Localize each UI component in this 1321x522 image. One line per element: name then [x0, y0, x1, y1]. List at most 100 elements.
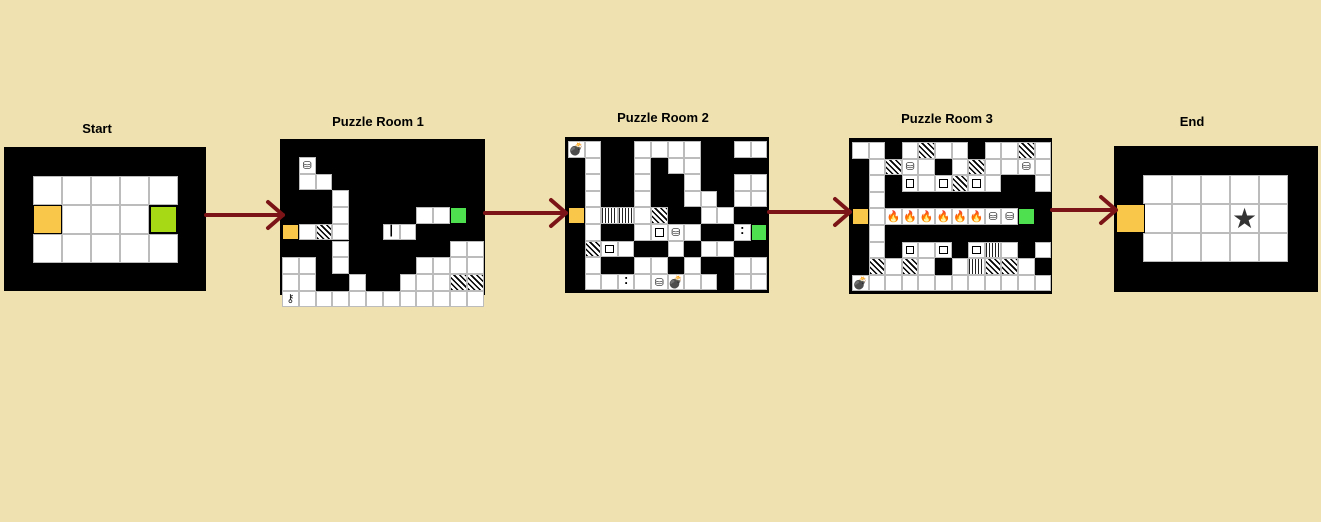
- floor-tile: [33, 234, 62, 263]
- floor-tile: [1172, 204, 1201, 233]
- pot-icon-glyph: ⛁: [671, 225, 681, 239]
- puzzle-room-1-title: Puzzle Room 1: [332, 114, 424, 129]
- fire-icon-glyph: 🔥: [969, 210, 984, 224]
- grass-floor: [617, 207, 635, 224]
- exit-tile: [1018, 208, 1035, 225]
- hatched-floor: [450, 273, 467, 291]
- floor-tile: [734, 174, 751, 191]
- floor-tile: [433, 257, 450, 274]
- fire-icon-glyph: 🔥: [936, 210, 951, 224]
- floor-tile: [1018, 258, 1035, 275]
- arrow-head-p1-to-p2: [549, 198, 568, 228]
- floor-tile: [717, 240, 734, 258]
- floor-tile: [349, 273, 366, 291]
- floor-tile: [750, 141, 768, 158]
- floor-tile: [1034, 274, 1052, 292]
- floor-tile: [584, 157, 602, 175]
- floor-tile: [1034, 175, 1052, 192]
- floor-tile: [450, 290, 467, 308]
- floor-tile: [399, 273, 417, 291]
- floor-tile: [62, 205, 91, 234]
- exit-tile: [149, 205, 178, 234]
- floor-tile: [951, 274, 969, 292]
- floor-tile: [433, 273, 450, 291]
- floor-tile: [667, 157, 685, 175]
- floor-tile: [918, 175, 935, 192]
- floor-tile: [634, 157, 651, 175]
- floor-tile: [149, 234, 178, 263]
- floor-tile: [1001, 241, 1018, 259]
- floor-tile: [852, 142, 869, 159]
- door-tile: ⁚: [617, 273, 635, 291]
- hatched-floor: [1001, 258, 1018, 275]
- bomb-icon-glyph: 💣: [852, 276, 868, 291]
- hatched-floor: [885, 158, 902, 176]
- pot-icon: ⛁: [1001, 208, 1018, 225]
- floor-tile: [935, 142, 952, 159]
- floor-tile: [1034, 142, 1052, 159]
- floor-tile: [466, 290, 484, 308]
- pot-icon-glyph: ⛁: [905, 160, 915, 174]
- floor-tile: [667, 240, 685, 258]
- floor-tile: [984, 158, 1002, 176]
- floor-tile: [868, 225, 886, 242]
- pushable-box-icon: [651, 224, 668, 241]
- floor-tile: [1001, 142, 1018, 159]
- hatched-floor: [868, 258, 886, 275]
- floor-tile: [951, 142, 969, 159]
- floor-tile: [734, 273, 751, 291]
- start-room: [4, 147, 206, 291]
- floor-tile: [120, 205, 149, 234]
- floor-tile: [433, 290, 450, 308]
- floor-tile: [62, 234, 91, 263]
- floor-tile: [651, 141, 668, 158]
- puzzle-room-3-title: Puzzle Room 3: [901, 111, 993, 126]
- floor-tile: [120, 176, 149, 205]
- floor-tile: [584, 207, 602, 224]
- entrance-tile: [568, 207, 585, 224]
- floor-tile: [684, 157, 701, 175]
- floor-tile: [634, 207, 651, 224]
- floor-tile: [684, 174, 701, 191]
- floor-tile: [1201, 175, 1230, 204]
- floor-tile: [684, 273, 701, 291]
- floor-tile: [1018, 274, 1035, 292]
- bomb-icon: 💣: [852, 274, 869, 292]
- fire-icon: 🔥: [968, 208, 985, 225]
- hatched-floor: [466, 273, 484, 291]
- floor-tile: [868, 175, 886, 192]
- floor-tile: [634, 224, 651, 241]
- floor-tile: [1143, 175, 1172, 204]
- key-icon: ⚷: [282, 290, 299, 308]
- hatched-floor: [918, 142, 935, 159]
- grass-floor: [601, 207, 618, 224]
- floor-tile: [332, 257, 350, 274]
- floor-tile: [399, 223, 417, 241]
- grass-floor: [984, 241, 1002, 259]
- floor-tile: [1259, 175, 1288, 204]
- floor-tile: [584, 224, 602, 241]
- floor-tile: [651, 257, 668, 274]
- hatched-floor: [901, 258, 919, 275]
- bomb-icon-glyph: 💣: [568, 142, 584, 157]
- floor-tile: [935, 274, 952, 292]
- floor-tile: [868, 208, 886, 225]
- floor-tile: [416, 273, 434, 291]
- pushable-box-icon: [935, 175, 952, 192]
- floor-tile: [91, 234, 120, 263]
- floor-tile: [332, 223, 350, 241]
- floor-tile: [298, 173, 316, 191]
- floor-tile: [584, 273, 602, 291]
- floor-tile: [91, 205, 120, 234]
- floor-tile: [918, 274, 935, 292]
- floor-tile: [734, 141, 751, 158]
- floor-tile: [349, 290, 366, 308]
- floor-tile: [868, 241, 886, 259]
- floor-tile: [1034, 158, 1052, 176]
- floor-tile: [634, 273, 651, 291]
- star-icon: ★: [1230, 204, 1259, 233]
- floor-tile: [62, 176, 91, 205]
- bomb-icon: 💣: [667, 273, 685, 291]
- floor-tile: [1230, 175, 1259, 204]
